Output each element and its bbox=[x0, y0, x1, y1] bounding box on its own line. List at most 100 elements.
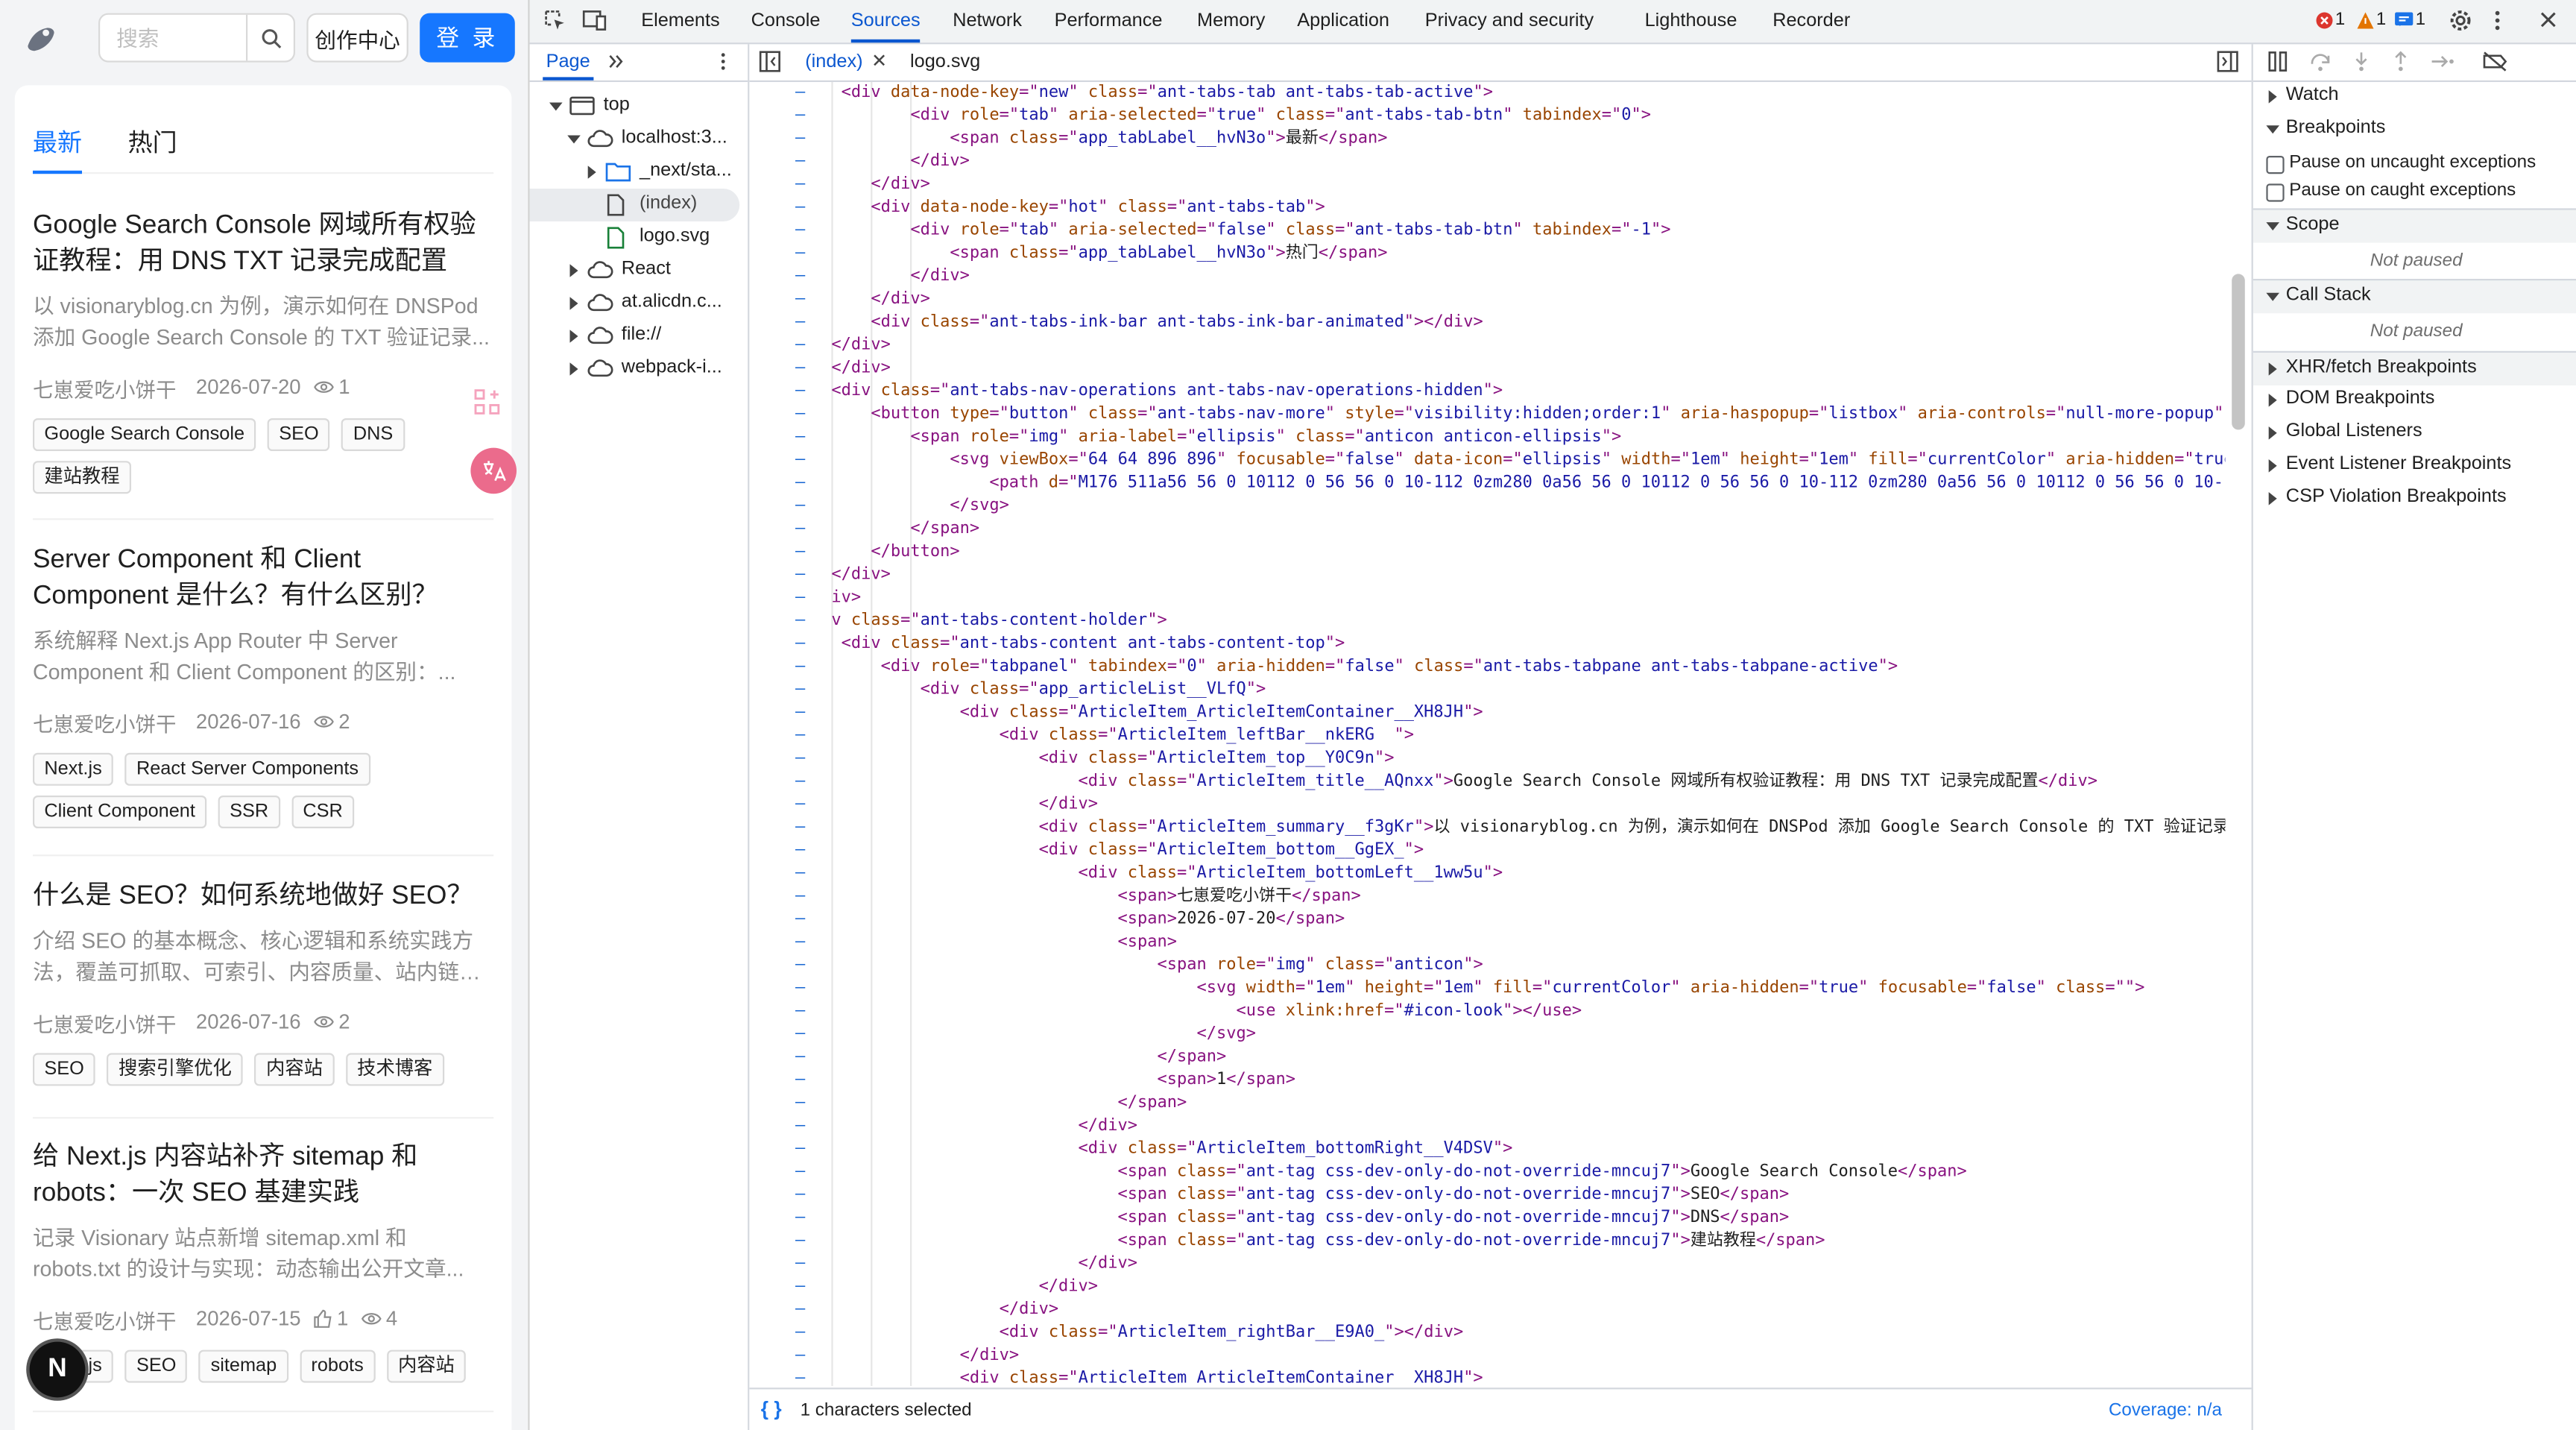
tree-item[interactable]: at.alicdn.c... bbox=[530, 287, 748, 320]
deactivate-breakpoints-icon[interactable] bbox=[2483, 51, 2509, 72]
like-count[interactable]: 1 bbox=[314, 1307, 348, 1330]
section-dom-breakpoints[interactable]: DOM Breakpoints bbox=[2253, 384, 2576, 417]
line-gutter-marker[interactable]: – bbox=[795, 1277, 806, 1296]
section-watch[interactable]: Watch bbox=[2253, 81, 2576, 113]
article-author[interactable]: 七崽爱吃小饼干 bbox=[33, 1012, 177, 1036]
tag[interactable]: 搜索引擎优化 bbox=[107, 1053, 244, 1086]
line-gutter-marker[interactable]: – bbox=[795, 520, 806, 538]
tab-performance[interactable]: Performance bbox=[1054, 11, 1163, 31]
line-gutter-marker[interactable]: – bbox=[795, 1071, 806, 1089]
tag[interactable]: 技术博客 bbox=[345, 1053, 444, 1086]
line-gutter-marker[interactable]: – bbox=[795, 1002, 806, 1021]
tree-item[interactable]: logo.svg bbox=[530, 221, 748, 254]
line-gutter-marker[interactable]: – bbox=[795, 382, 806, 400]
line-gutter-marker[interactable]: – bbox=[795, 1209, 806, 1227]
tab-console[interactable]: Console bbox=[751, 11, 821, 31]
caret-right-icon[interactable] bbox=[567, 362, 581, 376]
article-item[interactable]: 给 Next.js 内容站补齐 sitemap 和 robots：一次 SEO … bbox=[33, 1140, 493, 1393]
line-gutter-marker[interactable]: – bbox=[795, 933, 806, 951]
line-gutter-marker[interactable]: – bbox=[795, 1346, 806, 1365]
creator-center-button[interactable]: 创作中心 bbox=[306, 13, 408, 63]
line-gutter-marker[interactable]: – bbox=[795, 1025, 806, 1044]
article-title[interactable]: Server Component 和 Client Component 是什么？… bbox=[33, 546, 438, 611]
line-gutter-marker[interactable]: – bbox=[795, 979, 806, 998]
line-gutter-marker[interactable]: – bbox=[795, 451, 806, 470]
line-gutter-marker[interactable]: – bbox=[795, 864, 806, 883]
caret-down-icon[interactable] bbox=[549, 100, 563, 113]
section-xhr-fetch-breakpoints[interactable]: XHR/fetch Breakpoints bbox=[2253, 350, 2576, 385]
login-button[interactable]: 登 录 bbox=[420, 13, 515, 63]
line-gutter-marker[interactable]: – bbox=[795, 1094, 806, 1112]
pause-resume-icon[interactable] bbox=[2268, 51, 2288, 72]
line-gutter-marker[interactable]: – bbox=[795, 107, 806, 125]
tree-item[interactable]: top bbox=[530, 90, 748, 123]
info-count[interactable]: 1 bbox=[2394, 10, 2425, 30]
line-gutter-marker[interactable]: – bbox=[795, 1370, 806, 1386]
line-gutter-marker[interactable]: – bbox=[795, 910, 806, 929]
tab-recorder[interactable]: Recorder bbox=[1772, 11, 1851, 31]
line-gutter-marker[interactable]: – bbox=[795, 543, 806, 561]
line-gutter-marker[interactable]: – bbox=[795, 749, 806, 768]
translate-button[interactable] bbox=[470, 447, 517, 494]
line-gutter-marker[interactable]: – bbox=[795, 1162, 806, 1181]
line-gutter-marker[interactable]: – bbox=[795, 611, 806, 630]
line-gutter-marker[interactable]: – bbox=[795, 818, 806, 837]
tab-hot[interactable]: 热门 bbox=[127, 129, 177, 158]
tag[interactable]: CSR bbox=[291, 796, 355, 828]
line-gutter-marker[interactable]: – bbox=[795, 267, 806, 286]
section-scope[interactable]: Scope bbox=[2253, 208, 2576, 243]
tag[interactable]: 内容站 bbox=[254, 1053, 335, 1086]
tree-item[interactable]: React bbox=[530, 254, 748, 287]
checkbox[interactable] bbox=[2266, 156, 2285, 174]
coverage-status[interactable]: Coverage: n/a bbox=[2108, 1400, 2222, 1421]
tag[interactable]: 建站教程 bbox=[33, 461, 131, 494]
article-author[interactable]: 七崽爱吃小饼干 bbox=[33, 378, 177, 401]
tab-application[interactable]: Application bbox=[1297, 11, 1389, 31]
caret-right-icon[interactable] bbox=[567, 297, 581, 310]
article-title[interactable]: 什么是 SEO？如何系统地做好 SEO？ bbox=[33, 882, 473, 910]
device-toolbar-icon[interactable] bbox=[582, 8, 608, 33]
line-gutter-marker[interactable]: – bbox=[795, 1323, 806, 1342]
caret-down-icon[interactable] bbox=[567, 133, 581, 146]
tag[interactable]: SSR bbox=[218, 796, 280, 828]
line-gutter-marker[interactable]: – bbox=[795, 703, 806, 722]
tag[interactable]: SEO bbox=[33, 1053, 96, 1086]
line-gutter-marker[interactable]: – bbox=[795, 1232, 806, 1250]
line-gutter-marker[interactable]: – bbox=[795, 84, 806, 102]
tab-latest[interactable]: 最新 bbox=[33, 129, 83, 158]
line-gutter-marker[interactable]: – bbox=[795, 336, 806, 355]
line-gutter-marker[interactable]: – bbox=[795, 152, 806, 171]
caret-right-icon[interactable] bbox=[585, 166, 599, 179]
section-call-stack[interactable]: Call Stack bbox=[2253, 279, 2576, 314]
line-gutter-marker[interactable]: – bbox=[795, 175, 806, 194]
pause-uncaught-checkbox[interactable]: Pause on uncaught exceptions bbox=[2253, 151, 2576, 178]
line-gutter-marker[interactable]: – bbox=[795, 290, 806, 309]
more-tabs-chevron-icon[interactable] bbox=[607, 52, 625, 70]
tag[interactable]: 内容站 bbox=[386, 1349, 467, 1383]
search-icon[interactable] bbox=[246, 14, 294, 61]
article-title[interactable]: Google Search Console 网域所有权验证教程：用 DNS TX… bbox=[33, 211, 476, 276]
article-item[interactable]: Server Component 和 Client Component 是什么？… bbox=[33, 543, 493, 838]
line-gutter-marker[interactable]: – bbox=[795, 658, 806, 676]
article-item[interactable]: Google Search Console 网域所有权验证教程：用 DNS TX… bbox=[33, 208, 493, 503]
tree-item[interactable]: file:// bbox=[530, 320, 748, 353]
settings-gear-icon[interactable] bbox=[2449, 8, 2473, 33]
tree-item[interactable]: webpack-i... bbox=[530, 353, 748, 385]
tree-item[interactable]: (index) bbox=[529, 189, 740, 221]
source-code-view[interactable]: – <div data-node-key="new" class="ant-ta… bbox=[749, 82, 2225, 1386]
line-gutter-marker[interactable]: – bbox=[795, 313, 806, 332]
line-gutter-marker[interactable]: – bbox=[795, 359, 806, 377]
editor-tab-index[interactable]: (index) ✕ bbox=[805, 44, 887, 80]
tag[interactable]: DNS bbox=[341, 418, 405, 451]
line-gutter-marker[interactable]: – bbox=[795, 1048, 806, 1066]
article-item[interactable]: 什么是 SEO？如何系统地做好 SEO？介绍 SEO 的基本概念、核心逻辑和系统… bbox=[33, 879, 493, 1095]
line-gutter-marker[interactable]: – bbox=[795, 634, 806, 653]
line-gutter-marker[interactable]: – bbox=[795, 726, 806, 745]
error-count[interactable]: 1 bbox=[2315, 10, 2345, 30]
line-gutter-marker[interactable]: – bbox=[795, 1185, 806, 1204]
line-gutter-marker[interactable]: – bbox=[795, 1117, 806, 1136]
article-title[interactable]: 给 Next.js 内容站补齐 sitemap 和 robots：一次 SEO … bbox=[33, 1143, 418, 1208]
warning-count[interactable]: 1 bbox=[2356, 10, 2386, 30]
tree-item[interactable]: localhost:3... bbox=[530, 123, 748, 156]
close-devtools-icon[interactable] bbox=[2539, 10, 2558, 29]
